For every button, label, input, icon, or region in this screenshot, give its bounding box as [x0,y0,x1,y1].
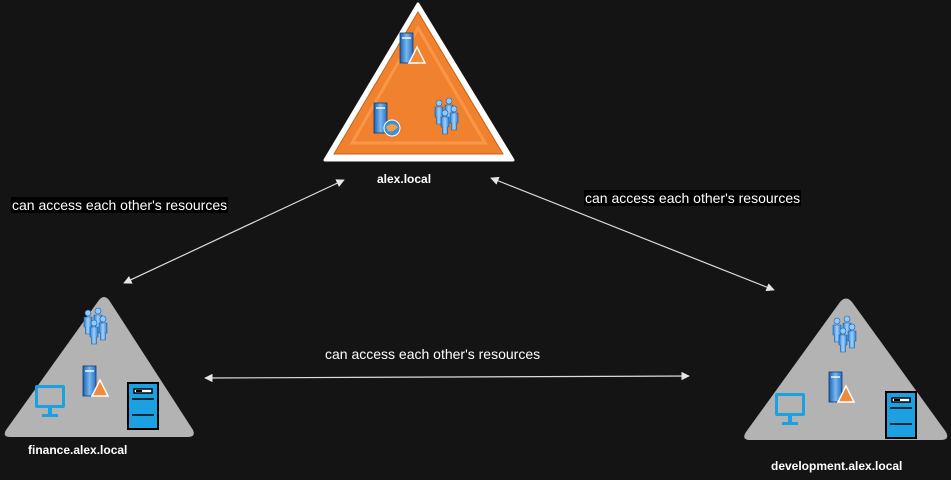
root-domain-node [323,2,515,162]
server-tower-icon [127,382,159,430]
trust-arrow-finance-development [204,371,690,383]
trust-label-finance-development: can access each other's resources [325,346,541,362]
development-domain-label: development.alex.local [771,459,903,473]
finance-domain-label: finance.alex.local [28,443,128,457]
trust-label-root-finance: can access each other's resources [11,197,229,213]
finance-domain-node [4,297,194,437]
development-domain-node [744,298,948,440]
server-tower-icon [885,391,917,439]
trust-arrow-root-finance [123,179,345,284]
trust-label-root-development: can access each other's resources [584,190,802,206]
root-domain-label: alex.local [377,172,432,186]
trust-arrow-root-development [490,176,775,292]
